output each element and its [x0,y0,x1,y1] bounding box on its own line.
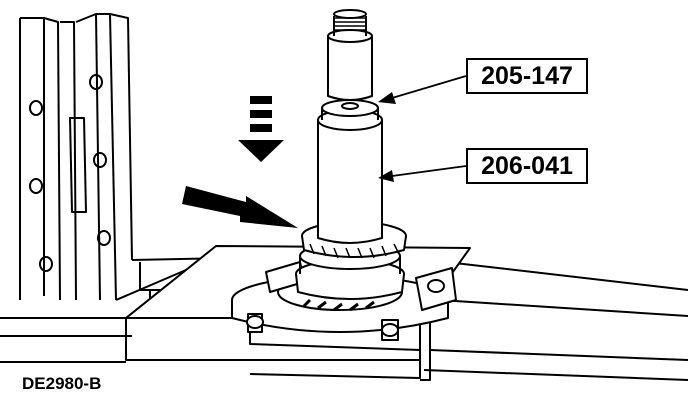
figure-id: DE2980-B [22,374,102,393]
seal-ring-arrow [182,186,298,228]
callout-206-041: 206-041 [466,148,588,184]
callout-205-147: 205-147 [466,58,588,94]
bearing-separator [231,261,457,341]
leader-lines [391,75,467,177]
press-bed [0,257,688,381]
leader-arrowheads [378,92,396,182]
press-frame [19,13,133,301]
tool-205-147 [327,9,373,101]
press-direction-arrow [238,96,284,162]
tool-206-041 [317,99,383,244]
callout-label: 205-147 [481,61,573,90]
callout-label: 206-041 [481,151,573,180]
